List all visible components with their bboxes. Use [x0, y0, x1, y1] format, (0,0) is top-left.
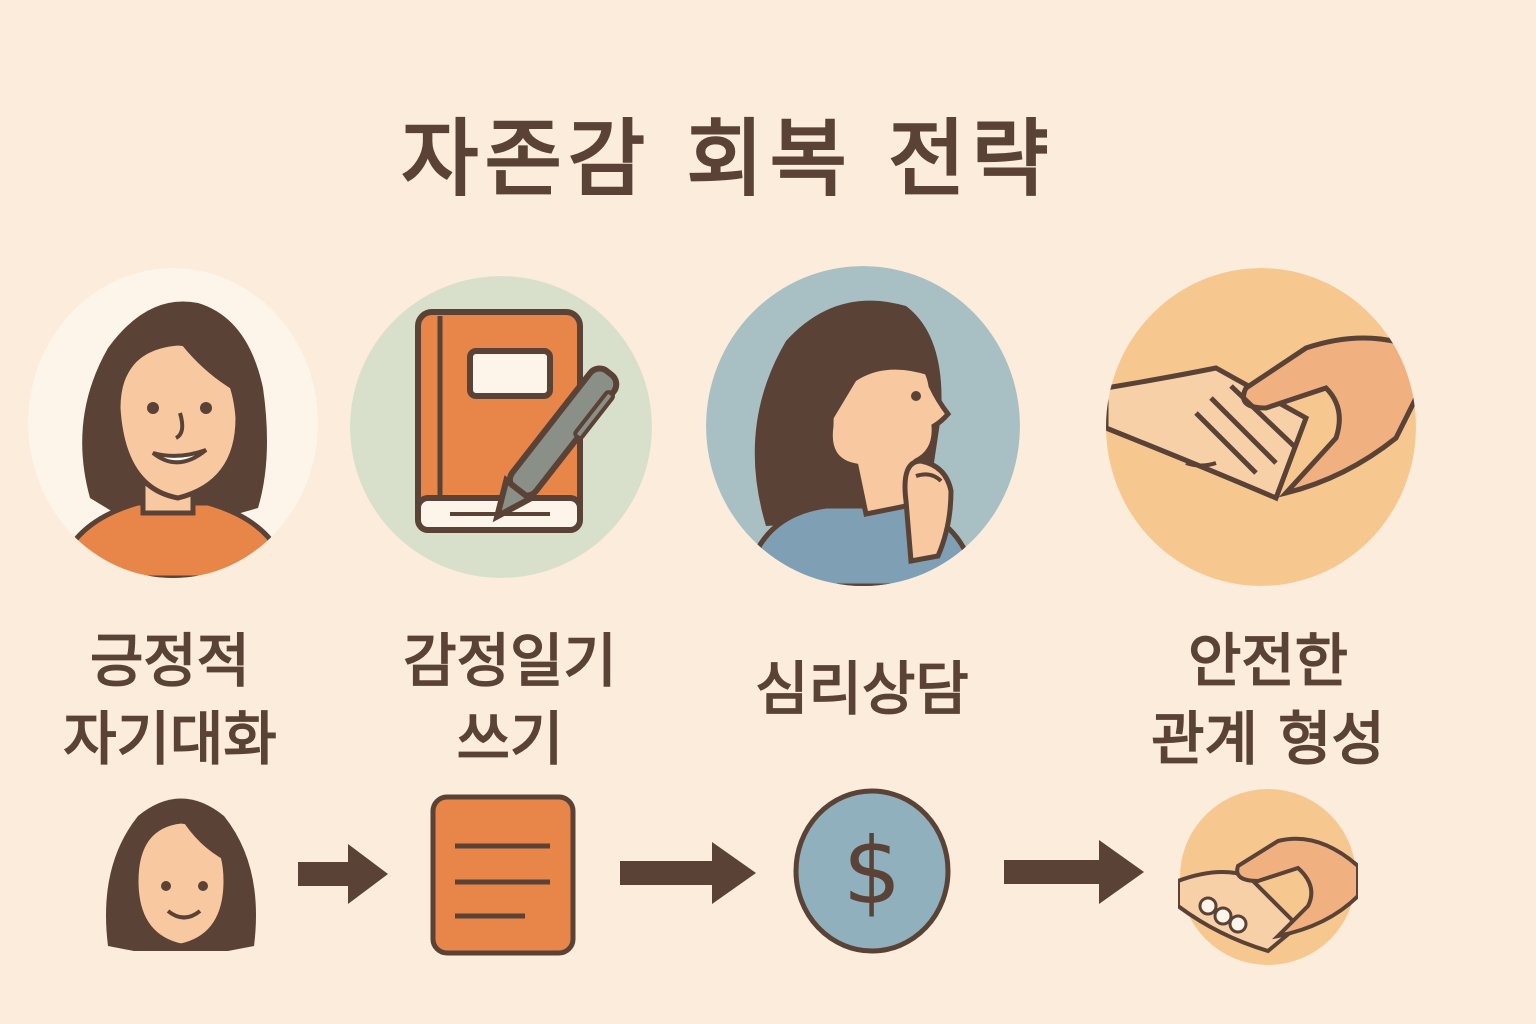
notepad-icon — [430, 794, 576, 956]
label-line2: 자기대화 — [63, 705, 277, 773]
arrow-right-icon — [620, 842, 756, 904]
step-label-emotion-journal: 감정일기 쓰기 — [360, 622, 660, 778]
safe-relationship-illustration — [1106, 268, 1416, 586]
positive-self-talk-illustration — [28, 268, 318, 578]
journal-pen-icon — [350, 276, 652, 578]
step-label-positive-self-talk: 긍정적 긍정적 자기대화 — [20, 622, 320, 778]
handshake-icon — [1106, 268, 1416, 586]
emotion-journal-illustration — [350, 276, 652, 578]
handshake-small-icon — [1178, 786, 1358, 968]
label-line1: 심리상담 — [755, 655, 969, 723]
step-label-safe-relationship: 안전한 관계 형성 — [1118, 622, 1418, 778]
woman-thinking-icon — [706, 266, 1020, 586]
label-line2: 쓰기 — [456, 705, 564, 773]
dollar-symbol: $ — [843, 818, 902, 925]
dollar-coin-icon: $ — [792, 788, 952, 954]
arrow-right-icon — [298, 844, 388, 904]
label-line1: 긍정적 — [89, 627, 251, 695]
arrow-right-icon — [1004, 840, 1144, 904]
woman-face-icon — [98, 786, 264, 956]
counseling-illustration — [706, 266, 1020, 586]
page-title: 자존감 회복 전략 — [401, 110, 1055, 208]
label-line1: 감정일기 — [403, 627, 617, 695]
label-line2: 관계 형성 — [1151, 705, 1385, 773]
step-label-counseling: 심리상담 — [712, 650, 1012, 728]
woman-smiling-icon — [28, 268, 318, 578]
label-line1: 안전한 — [1187, 627, 1349, 695]
